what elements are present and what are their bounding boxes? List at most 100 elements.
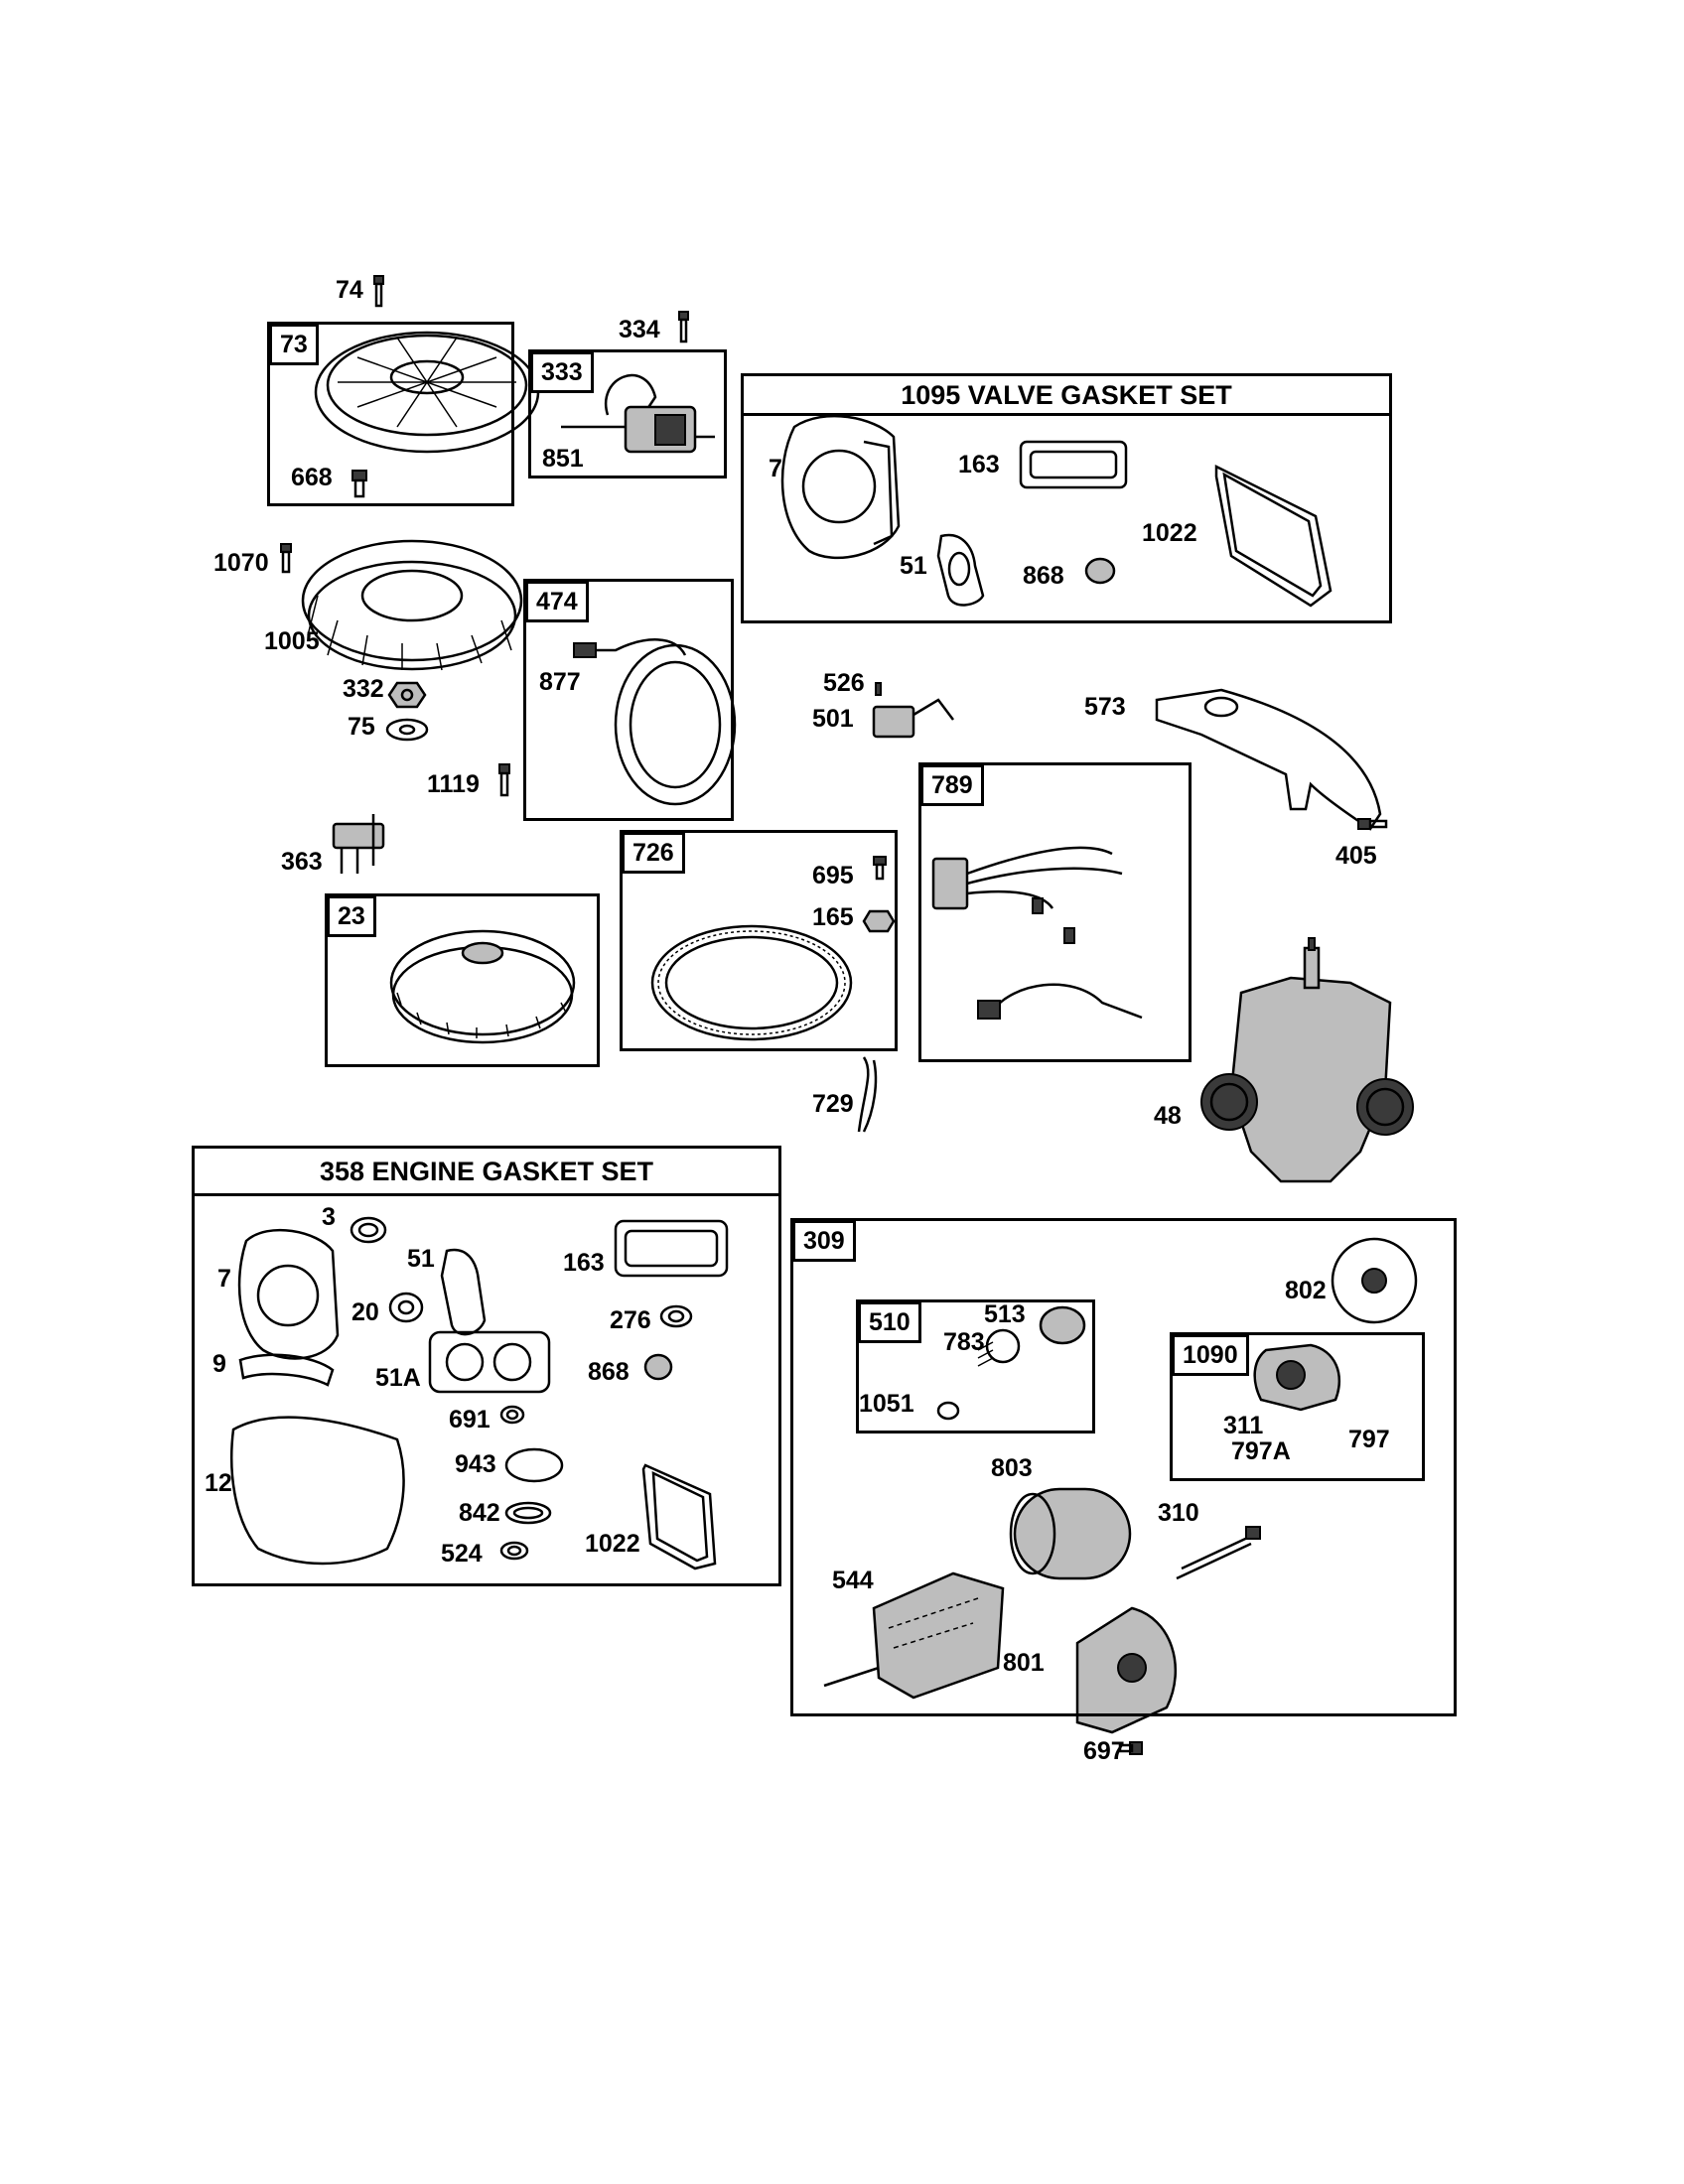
nut-332 bbox=[387, 681, 427, 709]
label-1005: 1005 bbox=[264, 627, 320, 655]
label-gasket-524: 524 bbox=[441, 1540, 483, 1568]
label-697: 697 bbox=[1083, 1737, 1125, 1765]
label-695: 695 bbox=[812, 862, 854, 889]
harness-789 bbox=[931, 846, 1143, 1020]
screw-697 bbox=[1118, 1741, 1143, 1755]
box-789: 789 bbox=[918, 762, 1192, 1062]
label-729: 729 bbox=[812, 1090, 854, 1118]
starter-parts bbox=[823, 1237, 1418, 1734]
label-363: 363 bbox=[281, 848, 323, 876]
label-851: 851 bbox=[542, 445, 584, 473]
label-valve-1022: 1022 bbox=[1142, 519, 1197, 547]
box-1090-number: 1090 bbox=[1172, 1334, 1249, 1376]
box-358-title: 358 ENGINE GASKET SET bbox=[195, 1149, 778, 1196]
box-510-number: 510 bbox=[858, 1301, 921, 1343]
bracket-363 bbox=[332, 814, 385, 874]
label-797: 797 bbox=[1348, 1426, 1390, 1453]
label-75: 75 bbox=[348, 713, 375, 741]
box-1095-valve-gasket-set: 1095 VALVE GASKET SET bbox=[741, 373, 1392, 623]
screw-1070 bbox=[280, 543, 292, 574]
label-gasket-943: 943 bbox=[455, 1450, 496, 1478]
label-1070: 1070 bbox=[213, 549, 269, 577]
label-797A: 797A bbox=[1231, 1437, 1291, 1465]
label-513: 513 bbox=[984, 1300, 1026, 1328]
label-783: 783 bbox=[943, 1328, 985, 1356]
box-510: 510 bbox=[856, 1299, 1095, 1433]
label-valve-51: 51 bbox=[900, 552, 927, 580]
screw-74 bbox=[373, 275, 384, 308]
crankcase-48 bbox=[1200, 937, 1414, 1183]
alternator-474 bbox=[573, 638, 737, 806]
clip-729 bbox=[857, 1056, 878, 1133]
label-1051: 1051 bbox=[859, 1390, 914, 1418]
label-311: 311 bbox=[1223, 1412, 1264, 1439]
label-gasket-7: 7 bbox=[217, 1265, 231, 1293]
label-valve-163: 163 bbox=[958, 451, 1000, 478]
screw-668 bbox=[351, 470, 367, 498]
label-332: 332 bbox=[343, 675, 384, 703]
box-474: 474 bbox=[523, 579, 734, 821]
label-526: 526 bbox=[823, 669, 865, 697]
screw-695 bbox=[873, 856, 887, 881]
engine-gasket-set-parts bbox=[230, 1216, 729, 1570]
screw-334 bbox=[678, 311, 689, 343]
label-gasket-276: 276 bbox=[610, 1306, 651, 1334]
label-544: 544 bbox=[832, 1567, 874, 1594]
label-gasket-20: 20 bbox=[351, 1298, 379, 1326]
label-668: 668 bbox=[291, 464, 333, 491]
valve-gasket-set-parts bbox=[780, 414, 1333, 608]
label-gasket-842: 842 bbox=[459, 1499, 500, 1527]
label-valve-7: 7 bbox=[769, 455, 782, 482]
backplate-573 bbox=[1155, 688, 1382, 831]
box-726-number: 726 bbox=[622, 832, 685, 874]
label-334: 334 bbox=[619, 316, 660, 343]
box-309-number: 309 bbox=[792, 1220, 856, 1262]
box-789-number: 789 bbox=[920, 764, 984, 806]
label-gasket-691: 691 bbox=[449, 1406, 491, 1433]
box-23-number: 23 bbox=[327, 895, 376, 937]
ring-gear-726 bbox=[650, 924, 853, 1041]
label-gasket-51A: 51A bbox=[375, 1364, 421, 1392]
box-474-number: 474 bbox=[525, 581, 589, 622]
label-gasket-12: 12 bbox=[205, 1469, 232, 1497]
box-726: 726 bbox=[620, 830, 898, 1051]
label-gasket-9: 9 bbox=[212, 1350, 226, 1378]
label-valve-868: 868 bbox=[1023, 562, 1064, 590]
box-1095-title: 1095 VALVE GASKET SET bbox=[744, 376, 1389, 416]
label-803: 803 bbox=[991, 1454, 1033, 1482]
label-74: 74 bbox=[336, 276, 363, 304]
blower-screen-73 bbox=[314, 331, 540, 454]
flywheel-23 bbox=[389, 929, 576, 1044]
rectifier-501 bbox=[872, 682, 954, 739]
fan-1005 bbox=[301, 539, 523, 671]
box-333-number: 333 bbox=[530, 351, 594, 393]
label-1119: 1119 bbox=[427, 770, 480, 798]
label-877: 877 bbox=[539, 668, 581, 696]
nut-165 bbox=[862, 909, 896, 933]
label-165: 165 bbox=[812, 903, 854, 931]
box-73-number: 73 bbox=[269, 324, 319, 365]
washer-75 bbox=[385, 718, 429, 742]
box-358-engine-gasket-set: 358 ENGINE GASKET SET bbox=[192, 1146, 781, 1586]
label-48: 48 bbox=[1154, 1102, 1182, 1130]
box-23: 23 bbox=[325, 893, 600, 1067]
box-73: 73 bbox=[267, 322, 514, 506]
label-gasket-163: 163 bbox=[563, 1249, 605, 1277]
box-309: 309 bbox=[790, 1218, 1457, 1716]
label-gasket-868: 868 bbox=[588, 1358, 630, 1386]
ignition-coil-333 bbox=[561, 373, 715, 454]
box-333: 333 bbox=[528, 349, 727, 478]
label-501: 501 bbox=[812, 705, 854, 733]
label-gasket-1022: 1022 bbox=[585, 1530, 640, 1558]
label-573: 573 bbox=[1084, 693, 1126, 721]
label-405: 405 bbox=[1335, 842, 1377, 870]
label-801: 801 bbox=[1003, 1649, 1045, 1677]
label-802: 802 bbox=[1285, 1277, 1327, 1304]
label-310: 310 bbox=[1158, 1499, 1199, 1527]
box-1090: 1090 bbox=[1170, 1332, 1425, 1481]
label-gasket-51: 51 bbox=[407, 1245, 435, 1273]
screw-405 bbox=[1357, 818, 1388, 830]
screw-1119 bbox=[498, 763, 510, 797]
label-gasket-3: 3 bbox=[322, 1203, 336, 1231]
